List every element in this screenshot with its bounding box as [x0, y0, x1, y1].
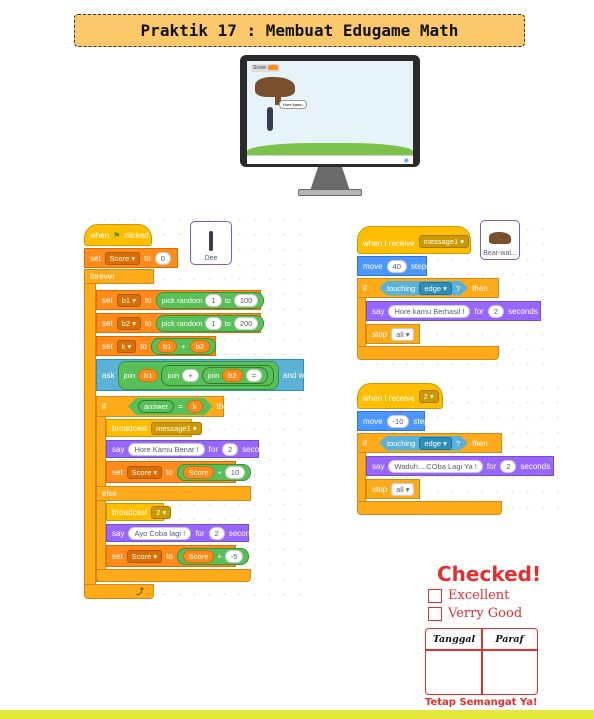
checkbox-excellent[interactable]: Excellent [428, 588, 509, 603]
monitor-stand [310, 167, 350, 191]
sprite-thumb-bear[interactable]: Bear-wal... [480, 220, 520, 260]
checked-title: Checked! [437, 562, 542, 586]
block-label: when [90, 230, 110, 240]
bear-icon [489, 232, 511, 244]
if-footer [357, 501, 502, 515]
checkbox-verry-good[interactable]: Verry Good [428, 606, 522, 621]
forever-block[interactable]: forever [84, 269, 154, 284]
checkbox-square[interactable] [428, 588, 442, 603]
forever-arm [84, 269, 96, 591]
signature-table: Tanggal Paraf [425, 628, 538, 695]
page-title: Praktik 17 : Membuat Edugame Math [74, 14, 525, 47]
else-label: else [96, 486, 251, 501]
if-else-footer [96, 569, 251, 582]
green-flag-icon: ⚑ [113, 230, 121, 240]
if-footer [357, 346, 499, 360]
table-header-paraf: Paraf [495, 633, 524, 645]
forever-footer: ⤴ [84, 584, 154, 599]
score-monitor: Score [251, 64, 281, 72]
bear-sprite [255, 77, 295, 97]
block-label: clicked [124, 230, 149, 240]
dee-sprite [267, 107, 273, 131]
when-flag-clicked-block[interactable]: when⚑clicked [84, 224, 152, 246]
if-answer-block[interactable]: if answer=k then [96, 396, 232, 417]
footer-motivation: Tetap Semangat Ya! [425, 697, 538, 708]
speech-bubble: Hore kamu [279, 100, 307, 109]
sprite-thumb-dee[interactable]: Dee [190, 221, 232, 265]
answer-bar: ◉ [247, 155, 413, 164]
page-footer-bar [0, 710, 594, 719]
person-icon [209, 231, 213, 251]
table-header-tanggal: Tanggal [432, 633, 476, 645]
monitor-base [298, 189, 362, 196]
checkbox-square[interactable] [428, 606, 442, 621]
stage-preview: Score Hore kamu [247, 61, 413, 164]
